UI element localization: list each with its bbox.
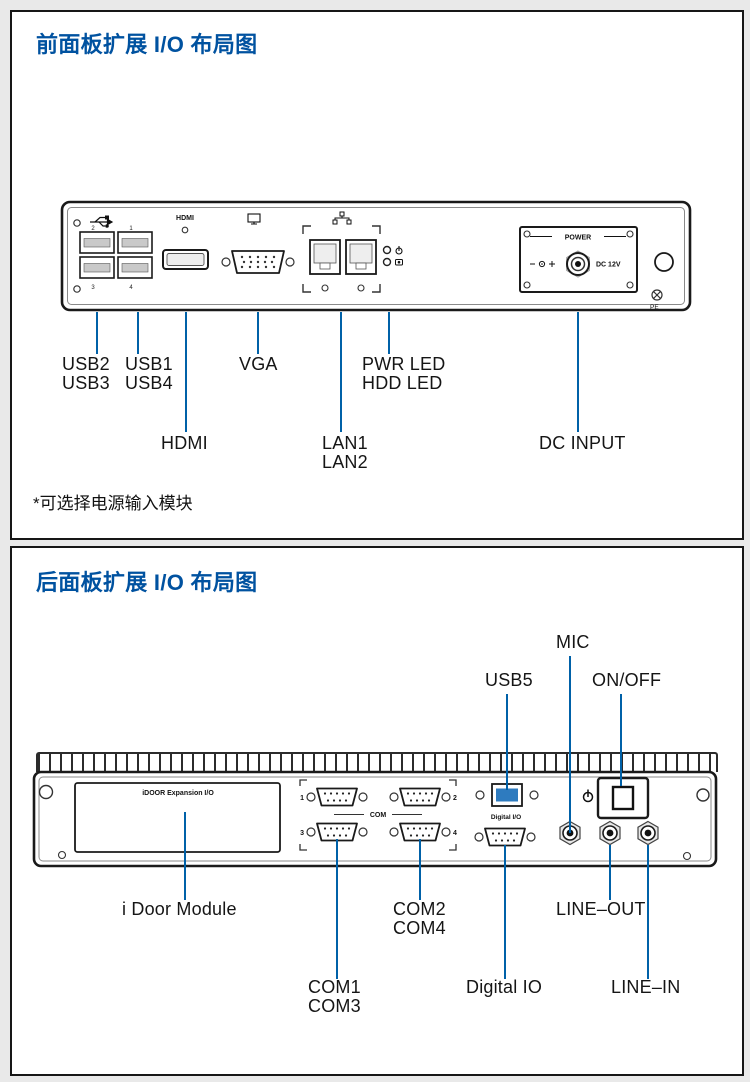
- hdd-led-icon: [395, 259, 403, 266]
- usb-ports: 2 1 3 4: [79, 226, 153, 291]
- front-footnote: *可选择电源输入模块: [33, 494, 193, 513]
- usb3-label: USB3: [62, 373, 110, 393]
- leader-line-out: [609, 845, 611, 900]
- com-num-3: 3: [300, 830, 304, 837]
- leader-com2-com4: [419, 839, 421, 900]
- dc-12v-label: DC 12V: [596, 262, 621, 269]
- leader-lan: [340, 312, 342, 432]
- mic-label: MIC: [556, 632, 590, 652]
- rear-section-title: 后面板扩展 I/O 布局图: [36, 570, 258, 595]
- usb-symbol-icon: [90, 215, 114, 228]
- vga-label: VGA: [239, 354, 278, 374]
- ground-screw: [651, 289, 663, 301]
- leader-usb5: [506, 694, 508, 790]
- hdmi-port-label: HDMI: [176, 215, 194, 222]
- usb2-label: USB2: [62, 354, 110, 374]
- digital-io-port: Digital I/O: [474, 814, 536, 847]
- leader-pwr-hdd-led: [388, 312, 390, 354]
- hdd-led-label: HDD LED: [362, 373, 443, 393]
- com2-label: COM2: [393, 899, 446, 919]
- lan-labels: LAN1 LAN2: [322, 434, 368, 472]
- dc-jack: [566, 250, 590, 278]
- mount-hole: [654, 252, 674, 272]
- leader-on-off: [620, 694, 622, 786]
- digital-io-label: Digital IO: [466, 977, 543, 997]
- lan-ports: [302, 211, 381, 293]
- pwr-led-label: PWR LED: [362, 354, 446, 374]
- line-in-jack: [637, 820, 659, 846]
- com3-label: COM3: [308, 996, 361, 1016]
- lan-icon: [332, 211, 352, 225]
- front-panel-drawing: 2 1 3 4 HDMI: [60, 200, 692, 312]
- com-num-1: 1: [300, 795, 304, 802]
- hdmi-port: HDMI: [162, 215, 209, 270]
- com-num-4: 4: [453, 830, 457, 837]
- usb-num-3: 3: [91, 285, 95, 291]
- line-in-label: LINE–IN: [611, 977, 681, 997]
- hdmi-label: HDMI: [161, 433, 208, 453]
- leader-usb-right: [137, 312, 139, 354]
- leader-digital-io: [504, 845, 506, 979]
- com1-label: COM1: [308, 977, 361, 997]
- rear-panel-drawing: iDOOR Expansion I/O COM 1 2 3 4 Digital …: [32, 770, 718, 868]
- on-off-label: ON/OFF: [592, 670, 662, 690]
- com1-com3-labels: COM1 COM3: [308, 978, 361, 1016]
- usb-labels: USB2 USB1 USB3 USB4: [62, 355, 173, 393]
- leader-idoor: [184, 812, 186, 900]
- leader-vga: [257, 312, 259, 354]
- leader-com1-com3: [336, 839, 338, 979]
- usb-num-1: 1: [129, 226, 133, 232]
- idoor-expansion-slot: iDOOR Expansion I/O: [74, 782, 281, 853]
- usb4-label: USB4: [125, 373, 173, 393]
- usb-num-4: 4: [129, 285, 133, 291]
- pe-label: PE: [650, 304, 659, 311]
- power-module-label: POWER: [565, 235, 591, 242]
- com-group-label: COM: [370, 812, 387, 819]
- idoor-label: i Door Module: [122, 899, 237, 919]
- power-led-icon: [395, 246, 403, 255]
- com2-com4-labels: COM2 COM4: [393, 900, 446, 938]
- line-out-jack: [599, 820, 621, 846]
- leader-dc-input: [577, 312, 579, 432]
- audio-jacks: [559, 820, 659, 846]
- digital-io-port-label: Digital I/O: [491, 814, 521, 821]
- usb5-port: [475, 783, 539, 807]
- vga-port: [221, 213, 295, 274]
- usb1-label: USB1: [125, 354, 173, 374]
- standby-icon: [582, 789, 594, 803]
- com-num-2: 2: [453, 795, 457, 802]
- dc-input-label: DC INPUT: [539, 433, 626, 453]
- heatsink-fins: [36, 752, 718, 772]
- leader-mic: [569, 656, 571, 833]
- lan2-label: LAN2: [322, 452, 368, 472]
- front-section-title: 前面板扩展 I/O 布局图: [36, 32, 258, 57]
- com-ports: COM 1 2 3 4: [299, 779, 457, 851]
- com4-label: COM4: [393, 918, 446, 938]
- power-button: [582, 776, 650, 820]
- idoor-header-label: iDOOR Expansion I/O: [142, 790, 214, 797]
- power-input-module: POWER DC 12V: [519, 226, 638, 293]
- leader-line-in: [647, 845, 649, 979]
- usb-num-2: 2: [91, 226, 95, 232]
- leader-hdmi: [185, 312, 187, 432]
- line-out-label: LINE–OUT: [556, 899, 646, 919]
- lan1-label: LAN1: [322, 433, 368, 453]
- led-labels: PWR LED HDD LED: [362, 355, 445, 393]
- polarity-icon: [530, 260, 555, 268]
- usb5-label: USB5: [485, 670, 533, 690]
- leader-usb-left: [96, 312, 98, 354]
- status-leds: [382, 245, 403, 267]
